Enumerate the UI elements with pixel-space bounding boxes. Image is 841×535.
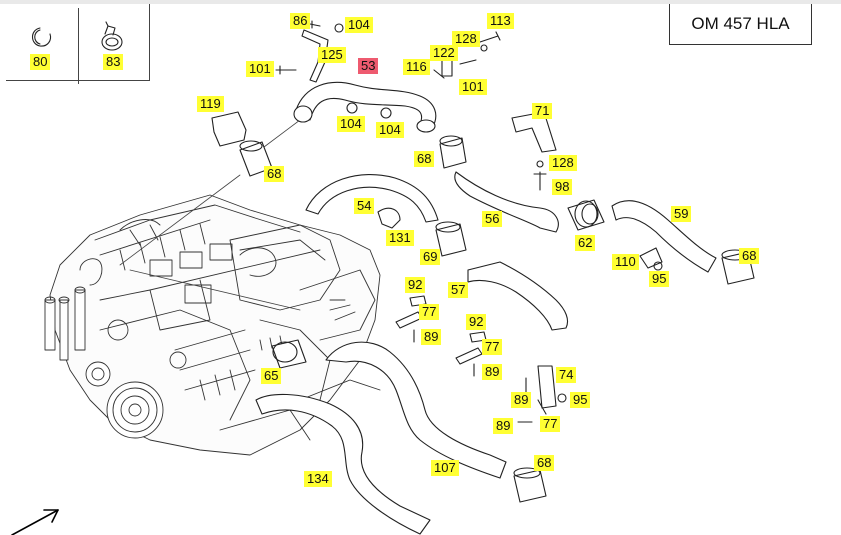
callout-part-53[interactable]: 53 xyxy=(358,58,379,74)
model-label: OM 457 HLA xyxy=(691,14,790,33)
callout-part-128[interactable]: 128 xyxy=(549,155,577,171)
callout-part-68[interactable]: 68 xyxy=(414,151,435,167)
callout-part-54[interactable]: 54 xyxy=(354,198,375,214)
callout-part-116[interactable]: 116 xyxy=(403,59,430,75)
part-59-hose xyxy=(611,200,717,273)
callout-part-62[interactable]: 62 xyxy=(575,235,596,251)
callout-part-57[interactable]: 57 xyxy=(448,282,469,298)
hose-clamp-icon xyxy=(101,21,123,51)
callout-part-128[interactable]: 128 xyxy=(452,31,480,47)
leader-lines xyxy=(119,119,301,361)
callout-part-83[interactable]: 83 xyxy=(103,54,124,70)
callout-part-71[interactable]: 71 xyxy=(532,103,553,119)
part-57-pipe xyxy=(467,261,569,331)
bolts-upper xyxy=(275,20,501,79)
part-56-hose xyxy=(454,171,559,233)
direction-arrow-icon xyxy=(11,509,59,535)
washer-128 xyxy=(536,160,544,168)
circlip-icon xyxy=(31,27,52,47)
callout-part-86[interactable]: 86 xyxy=(290,13,311,29)
callout-part-95[interactable]: 95 xyxy=(649,271,670,287)
callout-part-101[interactable]: 101 xyxy=(246,61,274,77)
legend-divider xyxy=(78,8,79,84)
callout-part-77[interactable]: 77 xyxy=(482,339,503,355)
callout-part-65[interactable]: 65 xyxy=(261,368,282,384)
callout-part-92[interactable]: 92 xyxy=(405,277,426,293)
engine-block xyxy=(44,194,381,456)
part-110-bracket xyxy=(639,247,663,269)
part-62-bellows xyxy=(567,199,605,231)
callout-part-68[interactable]: 68 xyxy=(739,248,760,264)
callout-part-110[interactable]: 110 xyxy=(612,254,639,270)
callout-part-125[interactable]: 125 xyxy=(318,47,346,63)
callout-part-122[interactable]: 122 xyxy=(430,45,458,61)
legend-box xyxy=(6,4,150,84)
part-107-hose xyxy=(325,341,507,479)
callout-part-89[interactable]: 89 xyxy=(511,392,532,408)
callout-part-77[interactable]: 77 xyxy=(540,416,561,432)
callout-part-98[interactable]: 98 xyxy=(552,179,573,195)
callout-part-89[interactable]: 89 xyxy=(493,418,514,434)
callout-part-95[interactable]: 95 xyxy=(570,392,591,408)
part-119-sleeve xyxy=(211,111,247,147)
part-54-pipe xyxy=(305,174,439,223)
top-scroll-bar xyxy=(0,0,841,4)
callout-part-89[interactable]: 89 xyxy=(482,364,503,380)
part-53-charge-pipe xyxy=(293,81,437,133)
callout-part-80[interactable]: 80 xyxy=(30,54,51,70)
part-68-couplings xyxy=(239,135,755,503)
callout-part-89[interactable]: 89 xyxy=(421,329,442,345)
callout-part-68[interactable]: 68 xyxy=(264,166,285,182)
callout-part-74[interactable]: 74 xyxy=(556,367,577,383)
callout-part-104[interactable]: 104 xyxy=(337,116,365,132)
callout-part-131[interactable]: 131 xyxy=(386,230,414,246)
callout-part-119[interactable]: 119 xyxy=(197,96,224,112)
callout-part-56[interactable]: 56 xyxy=(482,211,503,227)
callout-part-101[interactable]: 101 xyxy=(459,79,487,95)
part-134-hose xyxy=(255,393,431,535)
callout-part-113[interactable]: 113 xyxy=(487,13,514,29)
callout-part-134[interactable]: 134 xyxy=(304,471,332,487)
part-131-clamp xyxy=(377,207,401,229)
part-65-coupling xyxy=(271,339,307,369)
callout-part-107[interactable]: 107 xyxy=(431,460,459,476)
callout-part-59[interactable]: 59 xyxy=(671,206,692,222)
callout-part-69[interactable]: 69 xyxy=(420,249,441,265)
model-label-box: OM 457 HLA xyxy=(669,4,812,45)
callout-part-77[interactable]: 77 xyxy=(419,304,440,320)
callout-part-104[interactable]: 104 xyxy=(345,17,373,33)
callout-part-104[interactable]: 104 xyxy=(376,122,404,138)
callout-part-68[interactable]: 68 xyxy=(534,455,555,471)
bolt-98 xyxy=(533,171,547,191)
callout-part-92[interactable]: 92 xyxy=(466,314,487,330)
